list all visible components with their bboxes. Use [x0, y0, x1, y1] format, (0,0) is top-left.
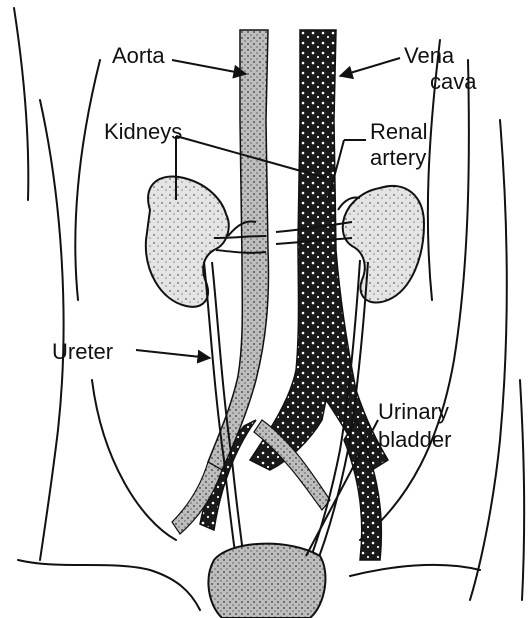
renal-artery-label-line2: artery: [370, 146, 426, 170]
vena-cava-label-line2: cava: [430, 70, 476, 94]
body-outline: [14, 8, 524, 610]
renal-artery-label-line1: Renal: [370, 120, 427, 144]
kidneys-label: Kidneys: [104, 120, 182, 144]
urinary-bladder-label-line1: Urinary: [378, 400, 449, 424]
vena-cava-label-line1: Vena: [404, 44, 454, 68]
urinary-bladder: [208, 544, 325, 618]
urinary-bladder-label-line2: bladder: [378, 428, 451, 452]
left-kidney: [146, 176, 229, 306]
right-kidney: [343, 186, 424, 303]
renal-vessels: [214, 198, 360, 253]
vena-cava-vessel: [200, 30, 388, 560]
ureter-label: Ureter: [52, 340, 113, 364]
aorta-label: Aorta: [112, 44, 165, 68]
